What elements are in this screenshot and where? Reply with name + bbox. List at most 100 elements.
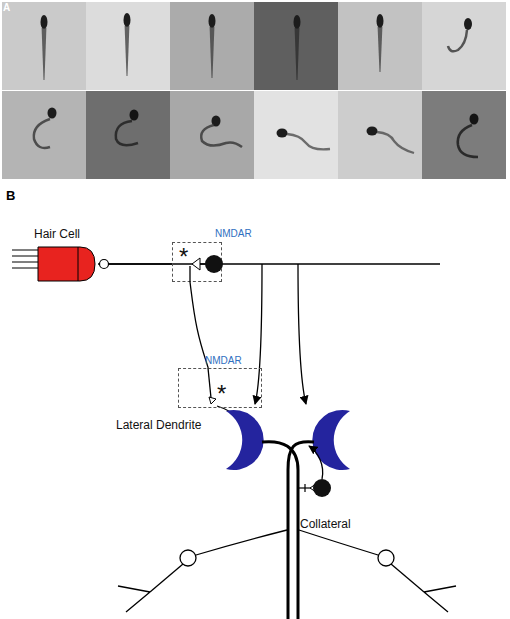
larva-head <box>470 114 479 125</box>
spinal-input <box>196 530 287 555</box>
frame-background <box>422 91 506 179</box>
larva-head <box>277 129 288 138</box>
larva-tail <box>116 121 138 145</box>
video-frame <box>338 2 422 90</box>
video-frame <box>422 2 506 90</box>
larva-head <box>367 127 378 136</box>
interneuron-axon <box>208 368 211 398</box>
frame-background <box>422 2 506 90</box>
neural-connection <box>98 263 172 264</box>
larva-head <box>41 15 48 29</box>
video-frame <box>422 91 506 179</box>
asterisk-mark: * <box>217 382 226 406</box>
structure-label: Lateral Dendrite <box>116 419 201 433</box>
circuit <box>108 264 456 619</box>
larva-head <box>124 13 131 27</box>
panel-letter: B <box>6 189 15 204</box>
spinal-input <box>299 530 378 555</box>
node-art <box>208 368 216 404</box>
larva-head <box>294 15 301 29</box>
frame-background <box>86 2 170 90</box>
afferent-branch <box>255 264 262 404</box>
frame-background <box>2 91 86 179</box>
synapse-box: NMDAR* <box>172 242 222 282</box>
larva-head <box>377 14 384 28</box>
spinal-axon <box>391 564 424 592</box>
frame-background <box>2 2 86 90</box>
larva-tail <box>295 28 300 80</box>
larva-tail <box>448 30 467 51</box>
frame-background <box>170 2 254 90</box>
video-frame <box>2 91 86 179</box>
video-frame <box>170 91 254 179</box>
receptor-label: NMDAR <box>205 355 242 367</box>
node-art <box>313 479 331 497</box>
hair-bundle <box>12 268 38 269</box>
video-frame <box>86 91 170 179</box>
cell-divider <box>78 247 79 281</box>
video-frame <box>170 2 254 90</box>
larva-tail <box>378 27 383 72</box>
cell-label: Hair Cell <box>34 228 80 242</box>
spinal-neuron <box>378 550 394 566</box>
afferent-axon <box>108 263 440 264</box>
frame-background <box>338 91 422 179</box>
larva-tail <box>287 134 330 149</box>
larva-head <box>48 108 57 119</box>
larva-head <box>464 18 472 30</box>
video-frame <box>254 2 338 90</box>
synapse-terminal <box>209 397 216 404</box>
axon-fork <box>118 586 150 612</box>
frame-strip <box>2 2 506 179</box>
interneuron-soma <box>205 255 223 273</box>
video-frame <box>338 91 422 179</box>
collateral-soma <box>313 479 331 497</box>
larva-tail <box>125 26 130 76</box>
interneuron-axon <box>189 266 190 282</box>
cell-label: Collateral <box>300 518 351 532</box>
larva-tail <box>377 132 414 153</box>
larva-head <box>130 110 139 121</box>
hair-cell-body <box>38 247 95 281</box>
video-frame <box>86 2 170 90</box>
frame-background <box>170 91 254 179</box>
synapse-tick <box>304 484 305 492</box>
frame-background <box>254 91 338 179</box>
collateral-neuron: Collateral <box>298 478 368 534</box>
larva-tail <box>210 27 215 78</box>
node-art <box>12 247 95 281</box>
hair-bundle <box>12 262 38 263</box>
frame-background <box>86 91 170 179</box>
synaptic-bouton <box>100 260 109 269</box>
larva-tail <box>201 125 242 147</box>
larva-tail <box>42 28 47 80</box>
axon-fork <box>424 586 456 612</box>
receptor-label: NMDAR <box>215 228 252 240</box>
mauthner-cell <box>312 410 350 470</box>
larva-tail <box>34 119 50 148</box>
mauthner-axon <box>262 442 298 619</box>
synapse-terminal <box>192 258 200 270</box>
synapse-box: NMDAR* <box>178 368 262 408</box>
frame-background <box>338 2 422 90</box>
spinal-neuron <box>180 550 196 566</box>
afferent-branch <box>298 264 306 404</box>
node-art <box>190 255 223 282</box>
panel-letter: A <box>3 2 10 14</box>
spinal-axon <box>150 564 183 592</box>
collateral-axon <box>309 446 323 479</box>
hair-cell: Hair Cell <box>10 228 98 284</box>
frame-background <box>254 2 338 90</box>
hair-bundle <box>12 256 38 257</box>
video-frame <box>254 91 338 179</box>
larva-tail <box>458 125 478 157</box>
asterisk-mark: * <box>179 245 188 269</box>
video-frame <box>2 2 86 90</box>
hair-bundle <box>12 250 38 251</box>
larva-head <box>209 14 216 28</box>
mauthner-cell <box>226 410 264 470</box>
